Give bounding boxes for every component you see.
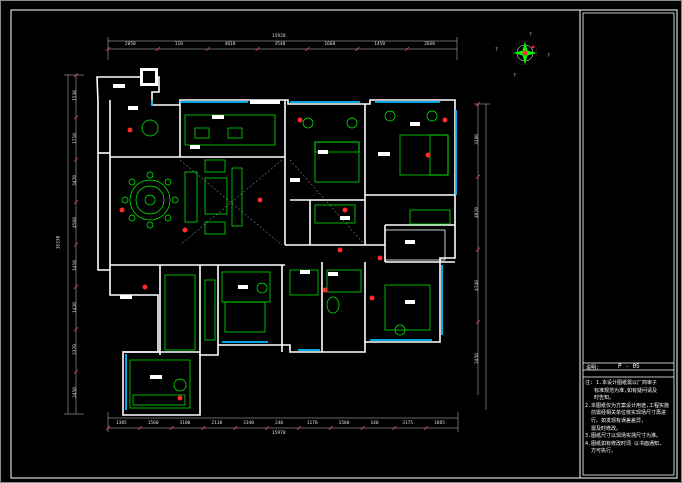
dimension-tick — [475, 101, 481, 107]
dimension-tick — [169, 425, 174, 431]
dimension-tick — [255, 46, 260, 52]
svg-text:?: ? — [529, 32, 532, 38]
dimension-tick — [392, 425, 397, 431]
dimension-label: 140 — [370, 421, 379, 426]
dimension-label: 240 — [275, 421, 284, 426]
dimension-tick — [233, 425, 238, 431]
dimension-label: 4920 — [474, 207, 480, 219]
dimension-label: 3470 — [72, 175, 78, 186]
dimension-tick — [73, 199, 79, 205]
dimension-label: 2450 — [72, 386, 78, 398]
dimension-label: 1885 — [434, 421, 445, 426]
dimension-tick — [360, 425, 365, 431]
dimension-label: 1710 — [72, 132, 78, 144]
svg-text:?: ? — [513, 73, 516, 79]
dimension-label: 1500 — [338, 421, 350, 426]
dimension-label: 1410 — [72, 259, 78, 271]
dimension-tick — [105, 425, 111, 431]
dimension-total-left: 16330 — [56, 235, 62, 250]
dimension-total-bottom: 15970 — [272, 431, 286, 436]
windows — [125, 100, 457, 410]
dimension-total-top: 15920 — [272, 34, 286, 39]
title-block-notes: 注: 1.本设计图纸需以厂商审子 标准规范为准,如有疑问请及 时告知。 2.本图… — [585, 380, 670, 455]
dimension-label: 2370 — [72, 344, 78, 356]
dimension-label: 1660 — [324, 42, 336, 47]
dimension-tick — [475, 320, 481, 325]
dimension-tick — [73, 327, 79, 332]
dimension-tick — [475, 174, 481, 179]
dimension-label: 2050 — [124, 42, 136, 47]
dimension-tick — [73, 115, 79, 120]
dimension-tick — [264, 425, 270, 431]
title-block-frame — [582, 12, 675, 476]
dimension-label: 3100 — [179, 421, 191, 426]
drawing-code: P - 05 — [618, 363, 640, 370]
dimension-label: 3175 — [402, 421, 414, 426]
dimension-label: 2450 — [474, 352, 480, 364]
svg-text:?: ? — [547, 53, 550, 59]
dimension-label: 3540 — [274, 42, 286, 47]
dimension-tick — [73, 284, 79, 290]
dimension-label: 1420 — [72, 302, 78, 313]
dimension-tick — [73, 72, 79, 78]
furniture — [121, 110, 451, 409]
title-block-label: 说明: — [586, 365, 600, 371]
dimension-tick — [73, 157, 79, 162]
dimension-label: 4560 — [72, 217, 78, 229]
dimension-label: 2660 — [424, 42, 435, 47]
dimension-label: 1450 — [374, 42, 386, 47]
dimension-label: 1170 — [306, 421, 318, 426]
walls — [96, 76, 456, 416]
dimension-tick — [423, 425, 429, 431]
dimension-label: 1530 — [72, 90, 78, 102]
dimension-tick — [328, 425, 333, 431]
svg-text:?: ? — [495, 47, 498, 53]
dimension-lines — [64, 37, 490, 432]
dimension-label: 2110 — [211, 421, 223, 426]
room-markers — [119, 117, 448, 401]
dimension-tick — [296, 425, 302, 431]
dimension-label: 4740 — [474, 279, 480, 291]
dimension-tick — [355, 46, 360, 52]
dimension-label: 1560 — [147, 421, 159, 426]
dimension-label: 1305 — [115, 421, 127, 426]
dimension-tick — [137, 425, 143, 431]
dimension-label: 110 — [174, 42, 183, 47]
sheet-frame — [10, 9, 678, 479]
dimension-tick — [73, 242, 79, 247]
dimension-tick — [305, 46, 310, 52]
dimension-label: 3340 — [243, 421, 255, 426]
dimension-tick — [201, 425, 206, 431]
dimension-tick — [105, 46, 111, 52]
dimension-tick — [73, 369, 79, 374]
dimension-tick — [475, 247, 481, 252]
dimension-label: 3280 — [474, 134, 480, 146]
dimension-label: 4810 — [224, 42, 236, 47]
dimension-tick — [155, 46, 161, 52]
compass-icon — [512, 40, 538, 66]
dimension-tick — [205, 46, 210, 52]
dimension-tick — [404, 46, 410, 52]
